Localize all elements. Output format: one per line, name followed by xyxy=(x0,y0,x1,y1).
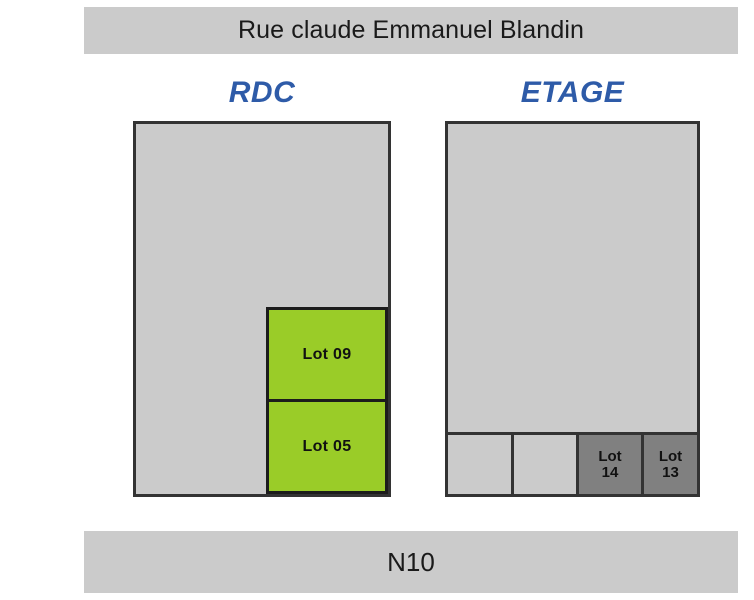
lot-group-etage-strip: Lot 14 Lot 13 xyxy=(448,432,697,494)
lot-13-label-line2: 13 xyxy=(662,463,679,481)
building-outline-rdc: Lot 09 Lot 05 xyxy=(133,121,391,497)
lot-13-label-line1: Lot xyxy=(658,447,683,465)
etage-cell-2[interactable] xyxy=(514,435,579,494)
lot-14[interactable]: Lot 14 xyxy=(579,435,644,494)
street-bottom-label: N10 xyxy=(387,546,435,577)
floor-title-rdc: RDC xyxy=(228,76,296,109)
street-banner-top: Rue claude Emmanuel Blandin xyxy=(84,7,738,54)
lot-09-label: Lot 09 xyxy=(302,345,352,363)
lot-13[interactable]: Lot 13 xyxy=(644,435,697,494)
etage-cell-1[interactable] xyxy=(448,435,514,494)
street-top-label: Rue claude Emmanuel Blandin xyxy=(238,16,584,44)
lot-14-label: Lot 14 xyxy=(598,447,622,481)
lot-group-rdc-green: Lot 09 Lot 05 xyxy=(266,307,388,494)
lot-13-label: Lot 13 xyxy=(658,447,683,481)
lot-14-label-line2: 14 xyxy=(601,463,619,481)
lot-05-label: Lot 05 xyxy=(302,437,352,455)
lot-14-label-line1: Lot xyxy=(598,447,622,465)
lot-05[interactable]: Lot 05 xyxy=(269,399,385,491)
building-outline-etage: Lot 14 Lot 13 xyxy=(445,121,700,497)
lot-09[interactable]: Lot 09 xyxy=(269,310,385,399)
floor-title-etage: ETAGE xyxy=(520,76,625,109)
street-banner-bottom: N10 xyxy=(84,531,738,593)
